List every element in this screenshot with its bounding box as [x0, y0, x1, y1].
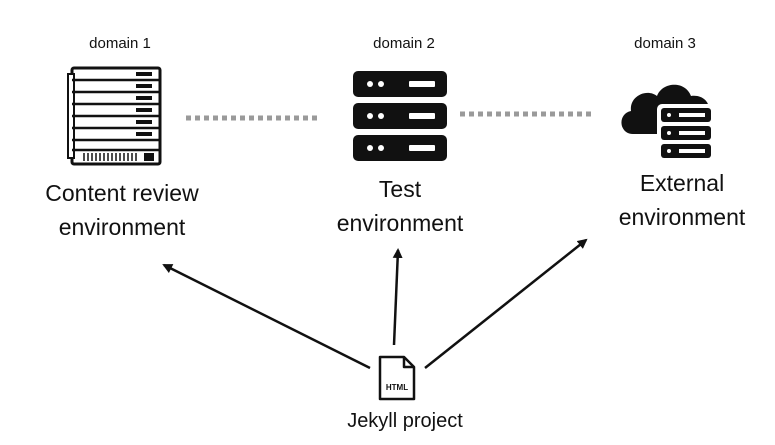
- jekyll-project-label: Jekyll project: [347, 410, 463, 432]
- domain-2-label: domain 2: [373, 35, 435, 52]
- arrow-to-content-review: [162, 263, 371, 370]
- domain-3-label: domain 3: [634, 35, 696, 52]
- server-rack-icon: [67, 66, 162, 166]
- arrow-to-external: [424, 238, 588, 369]
- html-file-icon: HTML: [378, 355, 416, 401]
- env-2-line1: Test: [378, 176, 422, 202]
- external-env-label: External environment: [572, 166, 775, 234]
- server-stack-icon: [353, 71, 447, 161]
- cloud-server-icon: [621, 84, 715, 160]
- arrow-to-test: [392, 248, 403, 346]
- env-1-line1: Content review: [45, 180, 199, 206]
- env-2-line2: environment: [336, 210, 464, 236]
- env-3-line2: environment: [618, 204, 746, 230]
- test-env-label: Test environment: [290, 172, 510, 240]
- env-3-line1: External: [639, 170, 725, 196]
- html-file-badge: HTML: [386, 383, 408, 392]
- content-review-env-label: Content review environment: [12, 176, 232, 244]
- domain-1-label: domain 1: [89, 35, 151, 52]
- env-1-line2: environment: [58, 214, 186, 240]
